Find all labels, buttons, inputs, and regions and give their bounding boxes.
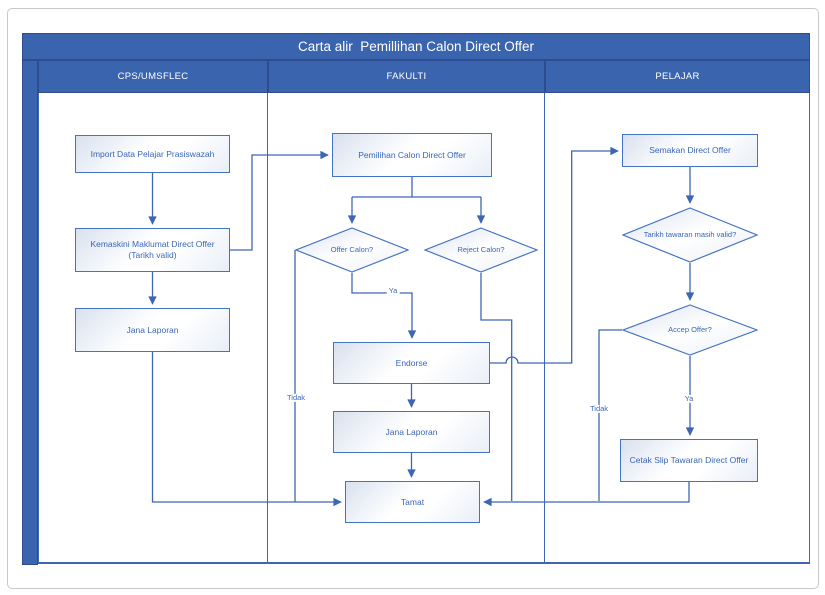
edge-label-offer-tidak: Tidak [284, 392, 308, 403]
process-semakan-direct-offer: Semakan Direct Offer [622, 134, 758, 167]
decision-label: Tarikh tawaran masih valid? [643, 229, 737, 239]
decision-offer-calon: Offer Calon? [295, 227, 409, 273]
process-cetak-slip: Cetak Slip Tawaran Direct Offer [620, 439, 758, 482]
body-right-border [809, 93, 810, 563]
edge-jana-to-tamat [151, 352, 342, 507]
process-label-line1: Kemaskini Maklumat Direct Offer [90, 239, 215, 250]
decision-accep-offer: Accep Offer? [622, 304, 758, 356]
decision-label: Accep Offer? [668, 324, 712, 334]
decision-reject-calon: Reject Calon? [424, 227, 538, 273]
lane-header-cps: CPS/UMSFLEC [38, 60, 268, 93]
edge-accep-tidak-to-tamat [598, 329, 622, 501]
edge-endorse-to-semakan [490, 146, 619, 364]
edge-reject-to-tamat [480, 273, 513, 501]
process-pemilihan-calon: Pemilihan Calon Direct Offer [332, 133, 492, 177]
process-import-data: Import Data Pelajar Prasiswazah [75, 135, 230, 173]
process-label: Jana Laporan [126, 324, 179, 335]
edge-kemaskini-to-pemilihan [230, 150, 329, 251]
process-label: Semakan Direct Offer [649, 145, 731, 156]
process-label: Cetak Slip Tawaran Direct Offer [629, 455, 749, 466]
decision-label: Offer Calon? [330, 244, 374, 254]
diamond-shape [622, 207, 758, 263]
process-label: Import Data Pelajar Prasiswazah [90, 148, 215, 159]
decision-label: Reject Calon? [457, 244, 505, 254]
body-left-border [38, 93, 39, 563]
lane-divider-1 [267, 93, 268, 563]
window-border [7, 8, 819, 589]
edge-offer-ya-to-endorse [351, 273, 417, 339]
edge-label-accep-ya: Ya [682, 393, 696, 404]
lane-header-pelajar: PELAJAR [545, 60, 810, 93]
process-label: Jana Laporan [385, 426, 438, 437]
lane-side-strip [22, 60, 38, 565]
page-title: Carta alir Pemillihan Calon Direct Offer [22, 33, 810, 60]
edge-cetak-to-tamat [483, 482, 690, 507]
process-kemaskini-maklumat: Kemaskini Maklumat Direct Offer (Tarikh … [75, 228, 230, 272]
process-label: Endorse [395, 357, 428, 368]
process-label-line2: (Tarikh valid) [128, 250, 177, 260]
diamond-shape [622, 304, 758, 356]
process-jana-laporan-cps: Jana Laporan [75, 308, 230, 352]
diamond-shape [295, 227, 409, 273]
process-endorse: Endorse [333, 342, 490, 384]
lane-header-fakulti: FAKULTI [268, 60, 545, 93]
edge-label-accep-tidak: Tidak [587, 403, 611, 414]
body-bottom-border [38, 562, 810, 564]
decision-tarikh-valid: Tarikh tawaran masih valid? [622, 207, 758, 263]
edge-label-offer-ya: Ya [386, 285, 400, 296]
process-tamat: Tamat [345, 481, 480, 523]
process-label: Tamat [400, 496, 425, 507]
diamond-shape [424, 227, 538, 273]
lane-divider-2 [544, 93, 545, 563]
process-label: Pemilihan Calon Direct Offer [358, 149, 466, 160]
process-jana-laporan-fakulti: Jana Laporan [333, 411, 490, 453]
